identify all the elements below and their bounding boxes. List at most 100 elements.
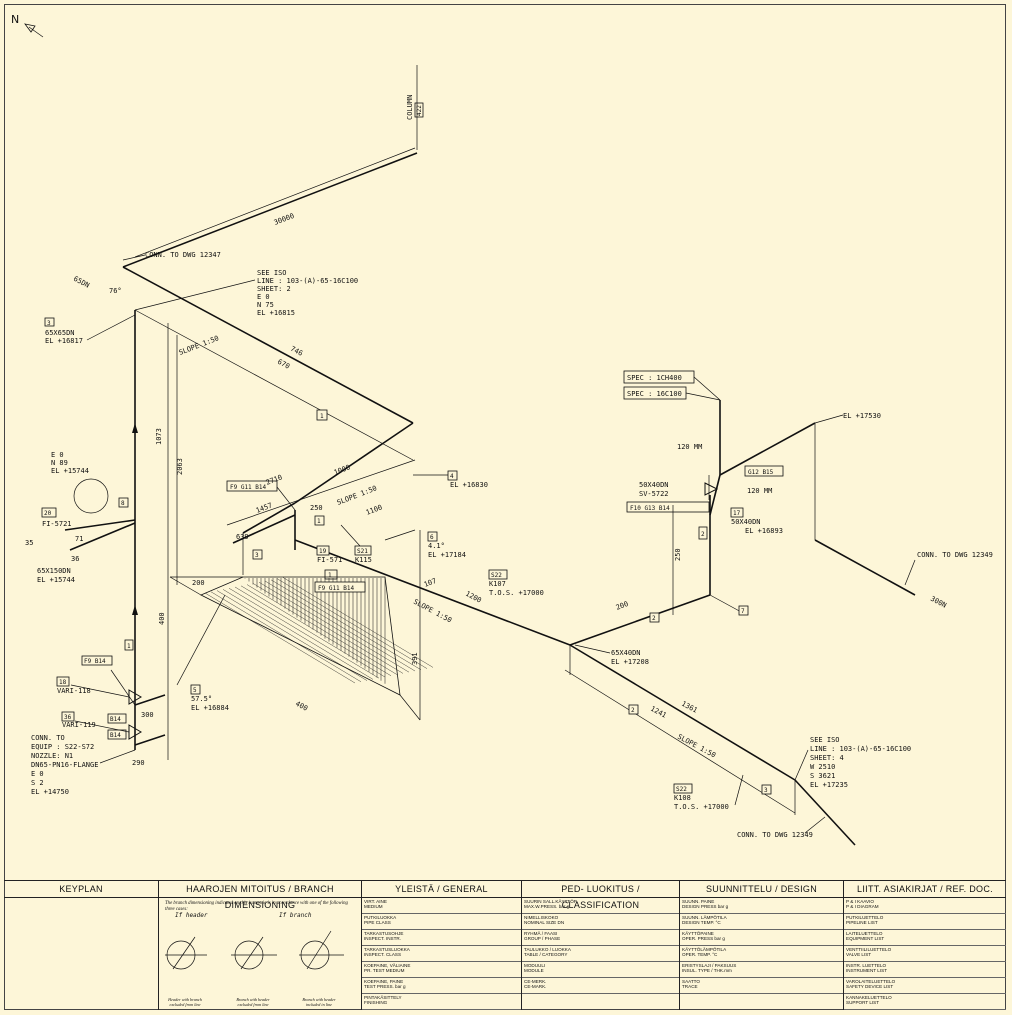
- hatch-line: [246, 584, 398, 675]
- design-header: SUUNNITTELU / DESIGN: [680, 881, 843, 898]
- b14-b-box: [107, 729, 127, 740]
- svg-text:S 3621: S 3621: [810, 772, 835, 780]
- tag-s21: S21: [357, 548, 368, 555]
- dim-35: 35: [25, 539, 33, 547]
- ref-header: LIITT. ASIAKIRJAT / REF. DOC.: [844, 881, 1006, 898]
- ref-row-label: SAFETY DEVICE LIST: [846, 984, 894, 990]
- pt3-b: 3: [764, 787, 768, 794]
- ref-row-label: PIPELINE LIST: [846, 920, 878, 926]
- general-row-label: PUTKILUOKKA: [364, 915, 397, 920]
- instr-f10g13b14-box: [626, 501, 710, 513]
- point-1: 1: [320, 413, 324, 420]
- dim-2063: 2063: [176, 458, 184, 475]
- angle-57-5: 57.5°: [191, 695, 212, 703]
- instr-g12b15: G12 B15: [748, 469, 774, 476]
- hatch-line: [282, 577, 434, 668]
- ref-row-label: LAITELUETTELO: [846, 931, 883, 936]
- tag-3-box: [44, 317, 55, 327]
- dim-1073: 1073: [155, 428, 163, 445]
- vari-119: VARI-119: [62, 721, 96, 729]
- dim-400: 400: [294, 700, 309, 713]
- svg-text:W 2510: W 2510: [810, 763, 835, 771]
- pt2-box-c: [628, 704, 639, 715]
- ref-row-label: VALVE LIST: [846, 952, 872, 958]
- valve-vari-icon: [70, 669, 166, 746]
- node-e0-n89: E 0 N 89 EL +15744: [51, 451, 89, 475]
- design-row-label: INSUL. TYPE / THK.mm: [682, 968, 732, 974]
- tag-20-box: [41, 507, 57, 518]
- instr-f9b14-box: [81, 655, 113, 666]
- tag-4-box: [447, 470, 458, 481]
- fi-571: FI-571: [317, 556, 342, 564]
- svg-text:E 0: E 0: [257, 293, 270, 301]
- title-block: KEYPLAN HAAROJEN MITOITUS / BRANCH DIMEN…: [4, 880, 1006, 1010]
- column-label: COLUMN: [406, 95, 414, 120]
- slope-top: SLOPE 1:50: [178, 334, 220, 357]
- ped-row-label: NIMELLISKOKO: [524, 915, 559, 920]
- dim-400b: 400: [158, 612, 166, 625]
- reducer-50x40-b: 50X40DN: [731, 518, 761, 526]
- ref-row-label: VENTTIILILUETTELO: [846, 947, 892, 952]
- svg-text:SEE ISO: SEE ISO: [810, 736, 840, 744]
- ped-row: SUURIN SALL.KÄYTTÖP.MAX.W.PRESS. bar g: [522, 898, 679, 914]
- pt2-a: 2: [701, 531, 705, 538]
- tag-s22: S22: [491, 572, 502, 579]
- dim-250-b: 250: [674, 548, 682, 561]
- ref-row-label: P & I KAAVIO: [846, 899, 874, 904]
- hatch-line: [240, 585, 392, 676]
- sv-5722: SV-5722: [639, 490, 669, 498]
- svg-text:SEE ISO: SEE ISO: [257, 269, 287, 277]
- pipe-run-mid: [226, 459, 571, 646]
- tos-17000-b: T.O.S. +17000: [674, 803, 729, 811]
- ped-panel: PED- LUOKITUS / CLASSIFICATION SUURIN SA…: [522, 881, 680, 1010]
- dim-250: 250: [310, 504, 323, 512]
- ped-row-label: NOMINAL SIZE DN: [524, 920, 565, 926]
- dim-107: 107: [423, 577, 438, 589]
- pt2-b: 2: [652, 615, 656, 622]
- ref-row-label: VAROLAITELUETTELO: [846, 979, 896, 984]
- el-17184: EL +17184: [428, 551, 466, 559]
- dim-120mm-b: 120 MM: [747, 487, 772, 495]
- svg-text:EL +15744: EL +15744: [51, 467, 89, 475]
- design-row-label: SUUNN. PAINE: [682, 899, 715, 904]
- tag-36-box: [61, 711, 75, 722]
- general-row-label: TEST PRESS. bar g: [364, 984, 406, 990]
- ped-row-label: CE-MARK.: [524, 984, 547, 990]
- dim-1241: 1241: [649, 705, 668, 720]
- general-header: YLEISTÄ / GENERAL: [362, 881, 521, 898]
- conn-12347: CONN. TO DWG 12347: [145, 251, 221, 259]
- reducer-65x40-el: EL +17208: [611, 658, 649, 666]
- pt2-box-b: [649, 612, 660, 623]
- ref-row-label: P & I DIAGRAM: [846, 904, 879, 910]
- pt2-box-a: [698, 526, 708, 540]
- dim-200-b: 200: [615, 600, 630, 612]
- tag-36: 36: [64, 714, 72, 721]
- slope-mid: SLOPE 1:50: [336, 484, 378, 507]
- instr-f9g11b14-box: [226, 480, 278, 492]
- general-row-label: PIPE CLASS: [364, 920, 391, 926]
- hatch-line: [252, 583, 404, 674]
- pt1-d: 1: [127, 643, 131, 650]
- tag-17-box: [730, 507, 744, 518]
- keyplan-header: KEYPLAN: [4, 881, 158, 898]
- dim-1200: 1200: [464, 590, 483, 605]
- svg-text:LINE : 103-(A)-65-16C100: LINE : 103-(A)-65-16C100: [810, 745, 911, 753]
- dim-746: 746: [289, 345, 304, 358]
- branch-case-2-icon: [231, 936, 277, 970]
- conn-12349-a: CONN. TO DWG 12349: [917, 551, 993, 559]
- tag-s22b: S22: [676, 786, 687, 793]
- general-row-label: VIRT. AINE: [364, 899, 387, 904]
- column-tag: 422: [416, 105, 423, 116]
- general-row-label: TARKASTUSOHJE: [364, 931, 404, 936]
- ref-row-label: SUPPORT LIST: [846, 1000, 880, 1006]
- tag-s22b-box: [673, 783, 693, 794]
- instr-f9g11b14: F9 G11 B14: [230, 484, 267, 491]
- tag-20: 20: [44, 510, 52, 517]
- branch-case-1-icon: [165, 936, 207, 970]
- hatch-line: [204, 592, 356, 684]
